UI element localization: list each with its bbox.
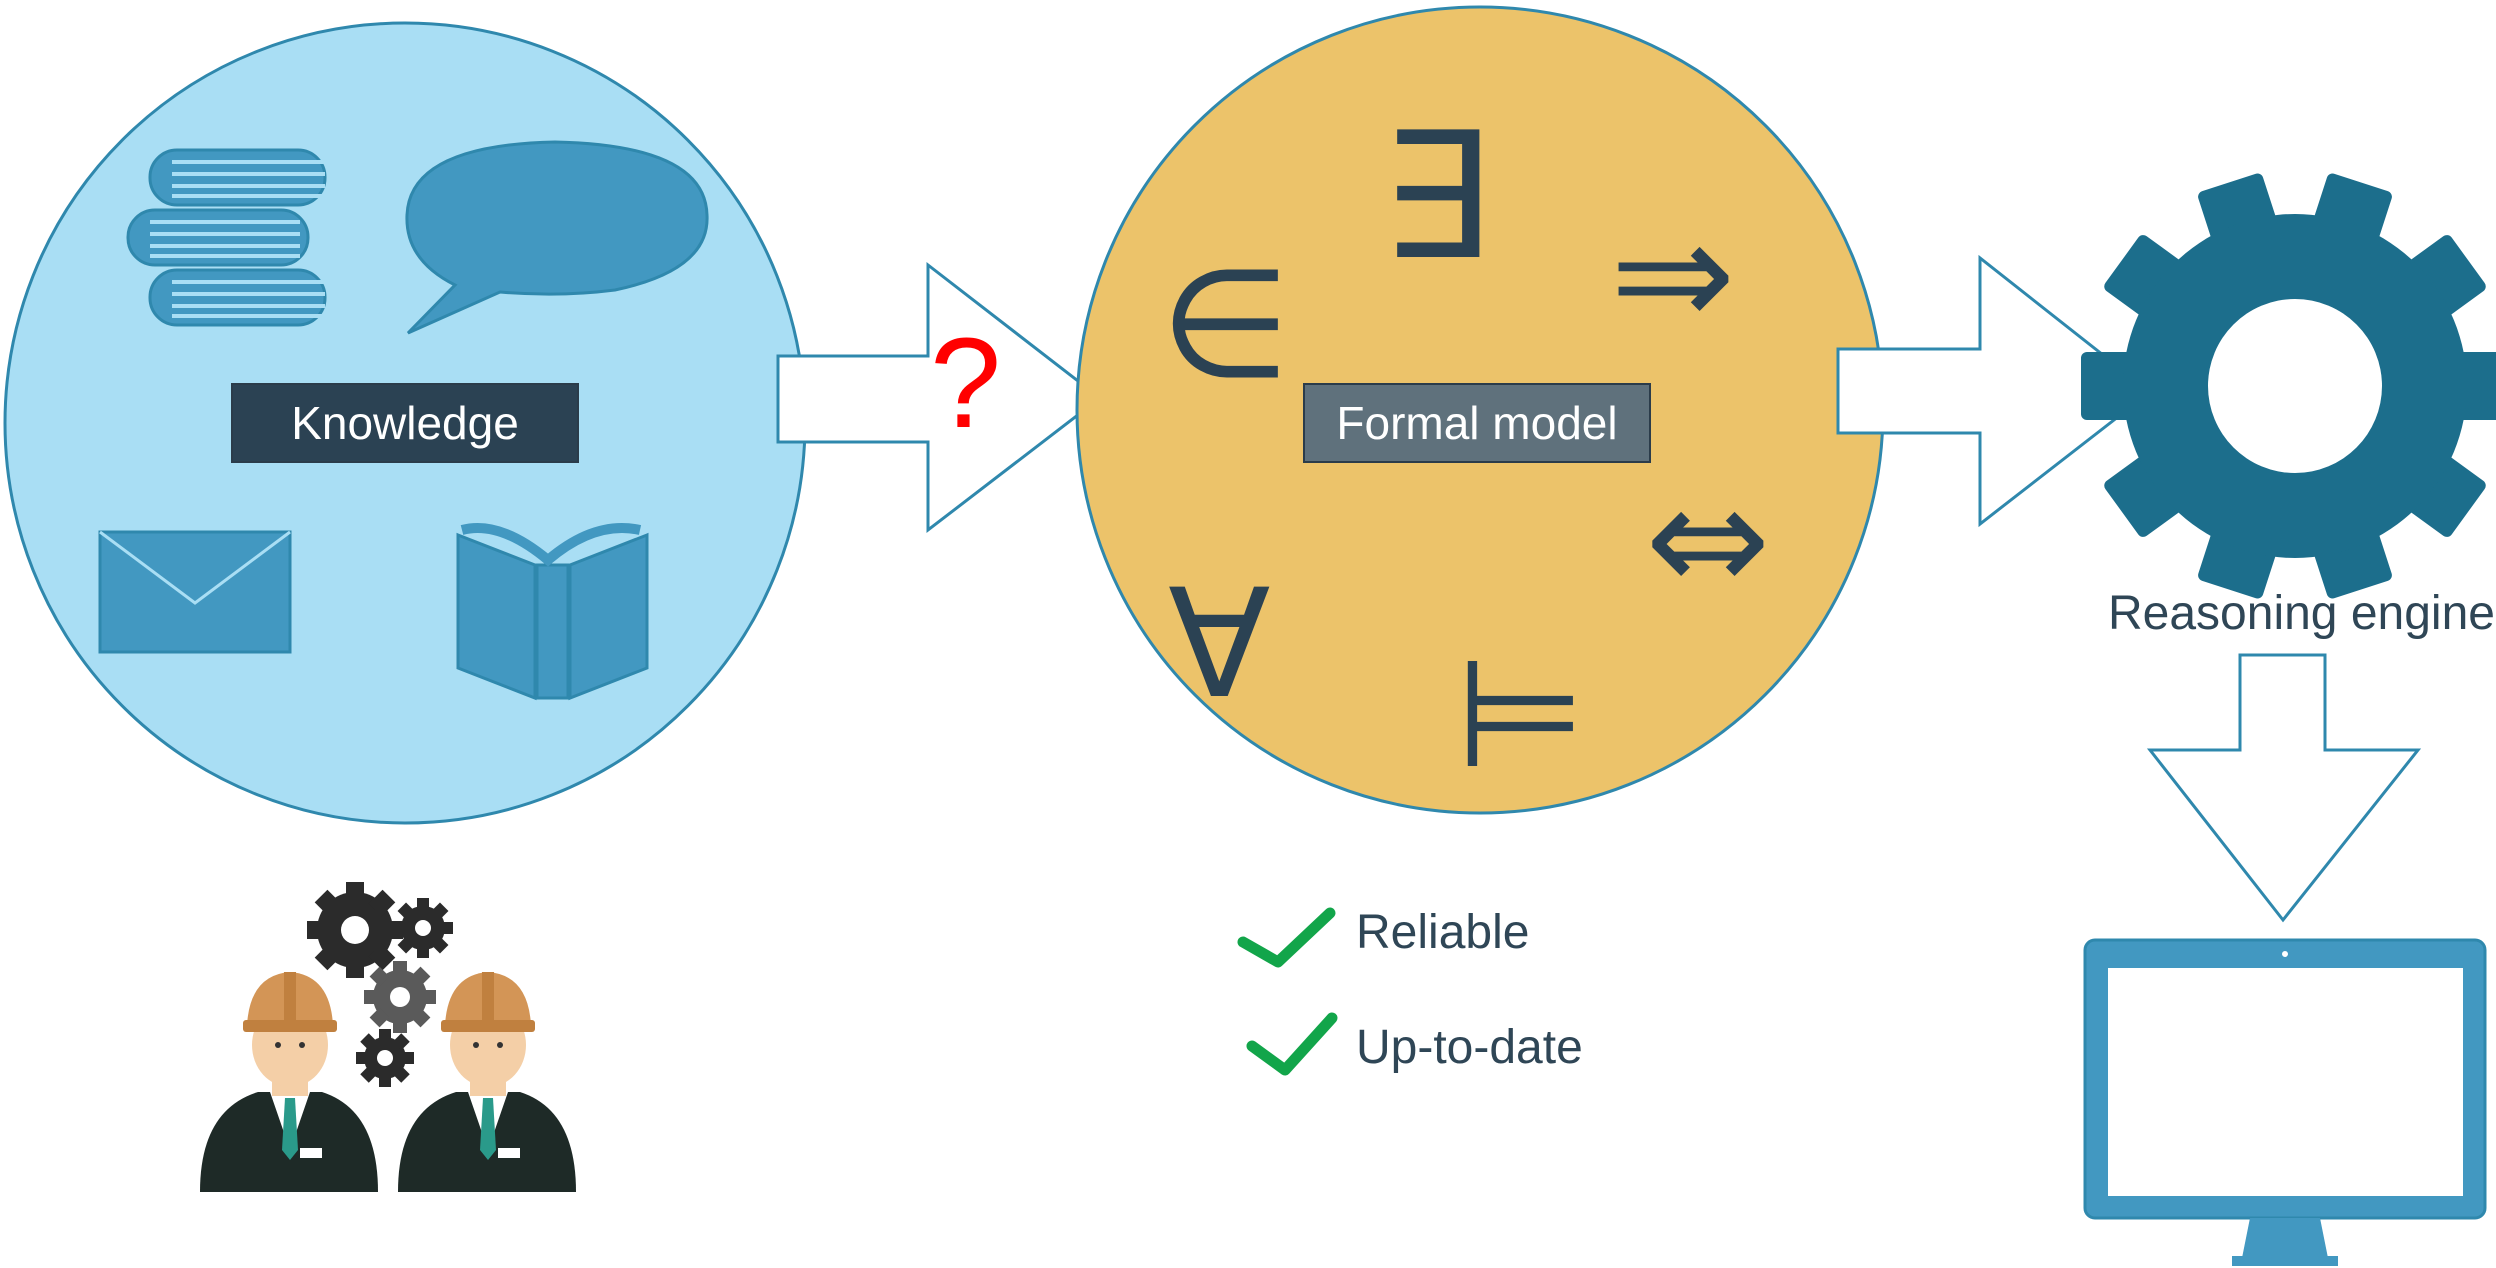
open-book-icon [456,523,649,701]
iff-symbol: ⇔ [1645,453,1771,627]
implies-symbol: ⇒ [1610,188,1736,362]
books-stack-icon [126,148,327,327]
envelope-icon [98,530,292,654]
gear-icon [2081,173,2496,599]
check-icon-uptodate [1246,1012,1338,1076]
monitor-icon [2083,938,2487,1266]
models-symbol: ⊨ [1455,628,1586,802]
reasoning-engine-label: Reasoning engine [2108,587,2495,640]
knowledge-label: Knowledge [231,383,579,463]
speech-bubble-icon [405,140,709,335]
exists-symbol: ∃ [1380,96,1491,299]
engineers-illustration [200,882,576,1192]
checklist-uptodate-label: Up-to-date [1356,1021,1583,1074]
arrow-knowledge-to-formal [776,261,1103,534]
arrow-formal-to-engine [1836,254,2153,528]
arrow-engine-to-computer [2146,653,2422,923]
check-icon-reliable [1237,907,1336,968]
question-mark: ? [930,312,1002,455]
formal-model-label: Formal model [1303,383,1651,463]
checklist-reliable-label: Reliable [1356,906,1530,959]
element-of-symbol: ∈ [1160,238,1291,412]
forall-symbol: ∀ [1168,558,1271,732]
